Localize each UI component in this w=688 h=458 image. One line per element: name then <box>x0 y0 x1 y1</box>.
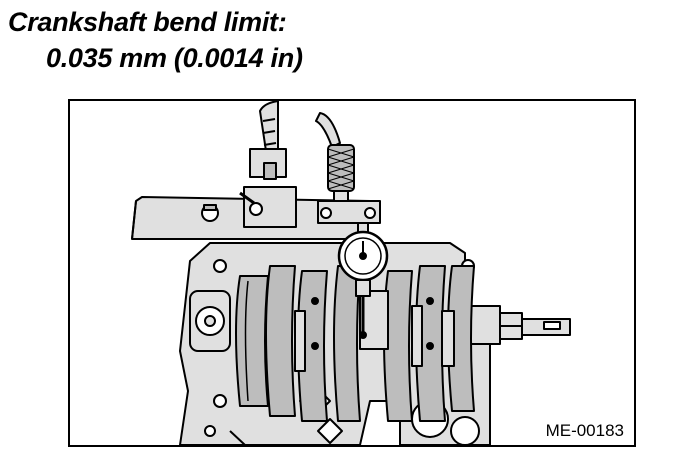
caption-line-2: 0.035 mm (0.0014 in) <box>46 43 303 73</box>
caption-line-1: Crankshaft bend limit: <box>8 7 287 37</box>
crankshaft-snout <box>469 305 571 345</box>
figure-code: ME-00183 <box>543 421 626 441</box>
illustration-frame: ME-00183 <box>68 99 636 447</box>
dial-gauge <box>337 222 389 339</box>
magnetic-stand <box>239 101 297 228</box>
crankshaft-rear-flange <box>189 290 231 352</box>
crank-journals <box>294 290 455 372</box>
dial-indicator-arm <box>315 112 381 224</box>
spec-caption: Crankshaft bend limit: 0.035 mm (0.0014 … <box>8 4 303 76</box>
crankshaft-illustration <box>131 101 571 445</box>
